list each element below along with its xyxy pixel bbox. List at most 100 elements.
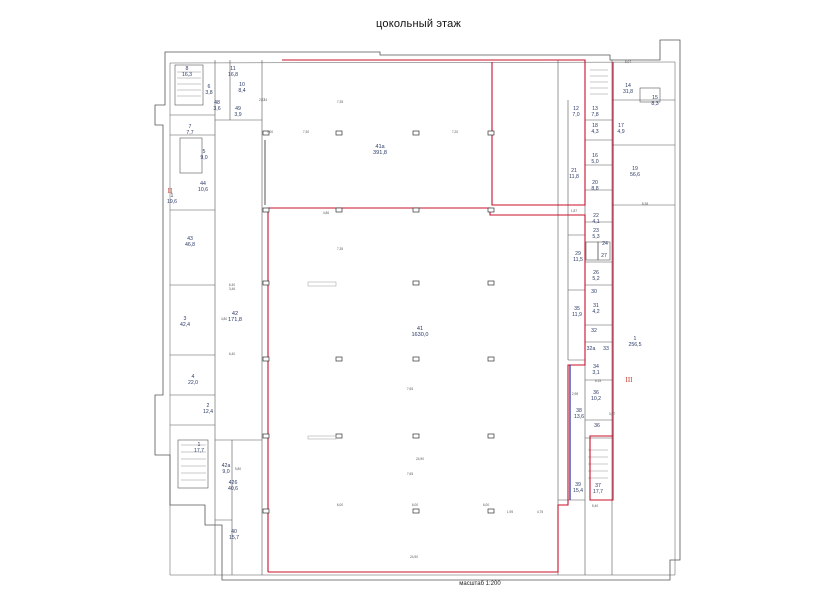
left-wing-walls	[170, 60, 263, 575]
room-number: 36	[593, 390, 599, 396]
scale-note: масштаб 1:200	[459, 581, 501, 587]
room-number: 4	[192, 374, 195, 380]
room-number: 42а	[222, 463, 231, 469]
room-number: 17	[618, 123, 624, 129]
room-number: 20	[592, 180, 598, 186]
room-number: 37	[595, 483, 601, 489]
room-number: 36	[594, 423, 600, 429]
room-area: 9,0	[200, 155, 207, 161]
dimension-label: 1,87	[571, 209, 577, 213]
room-number: 32а	[587, 346, 596, 352]
dimension-label: 7,65	[407, 387, 413, 391]
room-number: 19	[632, 166, 638, 172]
room-area: 171,8	[228, 317, 242, 323]
dimension-label: 2,98	[572, 392, 578, 396]
room-area: 22,0	[188, 380, 198, 386]
dimension-label: 7,00	[267, 130, 273, 134]
room-area: 31,8	[623, 89, 633, 95]
room-number: 35	[574, 306, 580, 312]
room-area: 16,3	[182, 72, 192, 78]
dimension-label: 8,38	[642, 202, 648, 206]
dimension-label: 3,46	[229, 287, 235, 291]
room-area: 17,7	[593, 489, 603, 495]
room-number: 7	[189, 124, 192, 130]
dimension-label: 24,90	[416, 457, 424, 461]
room-number: 40	[231, 529, 237, 535]
room-area: 256,5	[629, 342, 642, 348]
room-area: 42,4	[180, 322, 190, 328]
staircase-marks	[177, 69, 608, 481]
room-number: 41а	[375, 144, 385, 150]
dimension-label: 6,15	[595, 379, 601, 383]
room-area: 3,9	[234, 112, 241, 118]
room-number: 10	[239, 82, 245, 88]
room-number: 49	[235, 106, 241, 112]
room-area: 15,4	[573, 488, 583, 494]
room-number: 6	[208, 84, 211, 90]
room-number: 1	[634, 336, 637, 342]
dimension-label: 7,30	[303, 130, 309, 134]
dimension-label: 2,27	[259, 98, 265, 102]
room-number: 31	[593, 303, 599, 309]
room-area: 16,8	[228, 72, 238, 78]
room-area: 8,4	[238, 88, 245, 94]
room-number: 1	[171, 193, 174, 199]
room-area: 11,9	[572, 312, 582, 318]
room-area: 3,6	[213, 106, 220, 112]
dimension-label: 24,90	[410, 555, 418, 559]
room-number: 32	[591, 328, 597, 334]
room-area: 46,8	[185, 242, 195, 248]
room-number: 11	[230, 66, 235, 72]
dimension-label: 4,75	[537, 510, 543, 514]
room-area: 10,6	[198, 187, 208, 193]
room-number: 22	[593, 213, 599, 219]
room-number: 13	[592, 106, 598, 112]
room-number: 34	[593, 364, 599, 370]
room-area: 8,8	[591, 186, 598, 192]
room-number: 8	[186, 66, 189, 72]
dimension-label: 6,40	[229, 352, 235, 356]
room-area: 19,6	[167, 199, 177, 205]
room-area: 5,2	[592, 276, 599, 282]
room-area: 8,3	[651, 101, 658, 107]
room-area: 3,1	[592, 370, 599, 376]
room-area: 15,7	[229, 535, 239, 541]
dimension-label: 7,35	[337, 247, 343, 251]
room-number: 33	[603, 346, 609, 352]
dimension-label: 6,40	[229, 283, 235, 287]
room-number: 21	[571, 168, 577, 174]
room-area: 4,9	[617, 129, 624, 135]
room-area: 9,0	[222, 469, 229, 475]
room-area: 12,4	[203, 409, 213, 415]
room-number: 30	[591, 289, 597, 295]
room-area: 4,1	[592, 219, 599, 225]
dimension-label: 3,07	[609, 412, 615, 416]
plan-title: цокольный этаж	[376, 18, 461, 30]
structural-columns	[262, 130, 495, 514]
section-label: III	[626, 376, 634, 384]
room-area: 10,2	[591, 396, 601, 402]
room-area: 7,0	[572, 112, 579, 118]
room-area: 11,5	[573, 257, 583, 263]
dimension-label: 6,00	[483, 503, 489, 507]
room-area: 17,7	[194, 448, 204, 454]
boundary-lines	[267, 59, 614, 573]
room-number: 18	[592, 123, 598, 129]
room-number: 14	[625, 83, 631, 89]
dimension-label: 6,00	[412, 503, 418, 507]
dimension-label: 7,20	[452, 130, 458, 134]
room-number: 2	[207, 403, 210, 409]
room-number: 15	[652, 95, 658, 101]
room-number: 44	[200, 181, 206, 187]
dimension-label: 5,40	[592, 504, 598, 508]
section-label: II	[168, 187, 173, 195]
room-number: 12	[573, 106, 579, 112]
dimension-label: 5,07	[625, 60, 631, 64]
room-area: 391,8	[373, 150, 387, 156]
room-number: 3	[184, 316, 187, 322]
room-number: 23	[593, 228, 599, 234]
ceiling-marks	[264, 140, 337, 440]
room-area: 56,6	[630, 172, 640, 178]
room-number: 38	[576, 408, 582, 414]
